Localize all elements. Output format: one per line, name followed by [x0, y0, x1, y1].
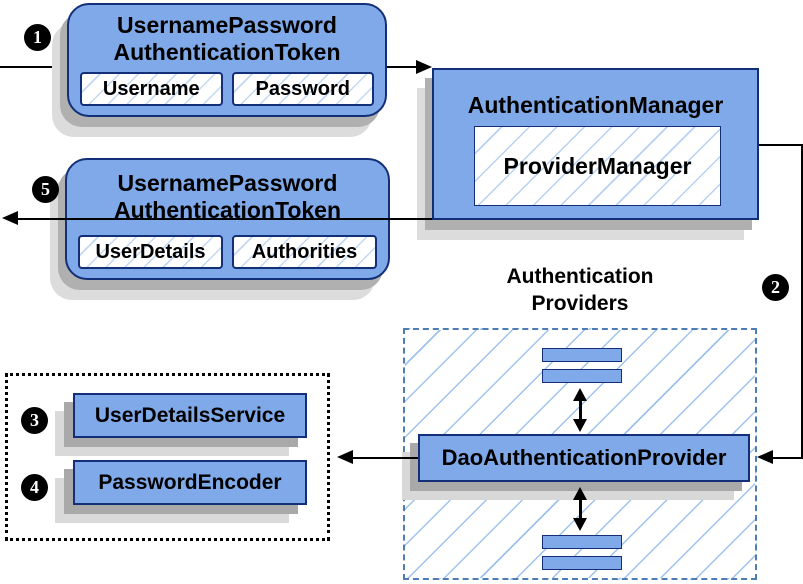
- step-badge-3: 3: [21, 407, 48, 434]
- manager-to-provider-line-bottom: [771, 457, 803, 459]
- provider-placeholder-bar: [542, 348, 622, 362]
- password-field-box: Password: [231, 72, 374, 106]
- provider-placeholder-bar: [542, 535, 622, 549]
- provider-to-services-line: [351, 457, 418, 459]
- token-fields: UserDetails Authorities: [78, 235, 377, 269]
- manager-to-provider-line-top: [759, 144, 803, 146]
- arrowhead-left-icon: [2, 211, 18, 225]
- password-encoder-node: PasswordEncoder: [73, 460, 307, 505]
- manager-to-provider-line-vertical: [801, 144, 803, 459]
- arrowhead-down-icon: [573, 518, 587, 531]
- step-number: 5: [41, 179, 50, 199]
- authentication-providers-label: Authentication Providers: [460, 263, 700, 317]
- username-field-box: Username: [80, 72, 223, 106]
- step-badge-4: 4: [21, 474, 48, 501]
- token-fields: Username Password: [80, 72, 374, 106]
- step-number: 4: [30, 477, 39, 497]
- arrowhead-right-icon: [416, 60, 432, 74]
- step-number: 3: [30, 410, 39, 430]
- arrow-stem: [578, 401, 582, 419]
- step-badge-5: 5: [32, 176, 59, 203]
- provider-placeholder-bar: [542, 369, 622, 383]
- user-details-service-node: UserDetailsService: [73, 393, 307, 438]
- arrowhead-up-icon: [573, 388, 587, 401]
- arrowhead-left-icon: [337, 450, 353, 464]
- node-title: UsernamePassword AuthenticationToken: [67, 170, 388, 224]
- response-flow-line: [14, 218, 432, 220]
- authorities-field-box: Authorities: [232, 235, 377, 269]
- authentication-manager-node: AuthenticationManager ProviderManager: [432, 68, 759, 220]
- node-title: UsernamePassword AuthenticationToken: [69, 12, 385, 66]
- providers-label-line2: Providers: [531, 292, 629, 315]
- node-title: AuthenticationManager: [467, 92, 724, 118]
- node-title-line2: AuthenticationToken: [113, 39, 341, 65]
- services-dotted-container: [5, 373, 330, 541]
- arrow-stem: [578, 500, 582, 518]
- userdetails-field-box: UserDetails: [78, 235, 223, 269]
- double-arrow-icon: [572, 388, 588, 432]
- node-title-line1: UsernamePassword: [117, 170, 338, 196]
- username-password-token-request-node: UsernamePassword AuthenticationToken Use…: [67, 3, 387, 117]
- step-badge-1: 1: [24, 24, 51, 51]
- authentication-providers-container: DaoAuthenticationProvider: [403, 328, 757, 580]
- step-number: 2: [771, 277, 780, 297]
- double-arrow-icon: [572, 487, 588, 531]
- provider-manager-box: ProviderManager: [474, 126, 721, 206]
- arrowhead-down-icon: [573, 419, 587, 432]
- arrowhead-left-icon: [757, 450, 773, 464]
- step-badge-2: 2: [762, 274, 789, 301]
- dao-authentication-provider-node: DaoAuthenticationProvider: [418, 434, 750, 482]
- node-title-line1: UsernamePassword: [117, 12, 337, 38]
- provider-placeholder-bar: [542, 556, 622, 570]
- providers-label-line1: Authentication: [506, 265, 654, 288]
- step-number: 1: [33, 27, 42, 47]
- arrowhead-up-icon: [573, 487, 587, 500]
